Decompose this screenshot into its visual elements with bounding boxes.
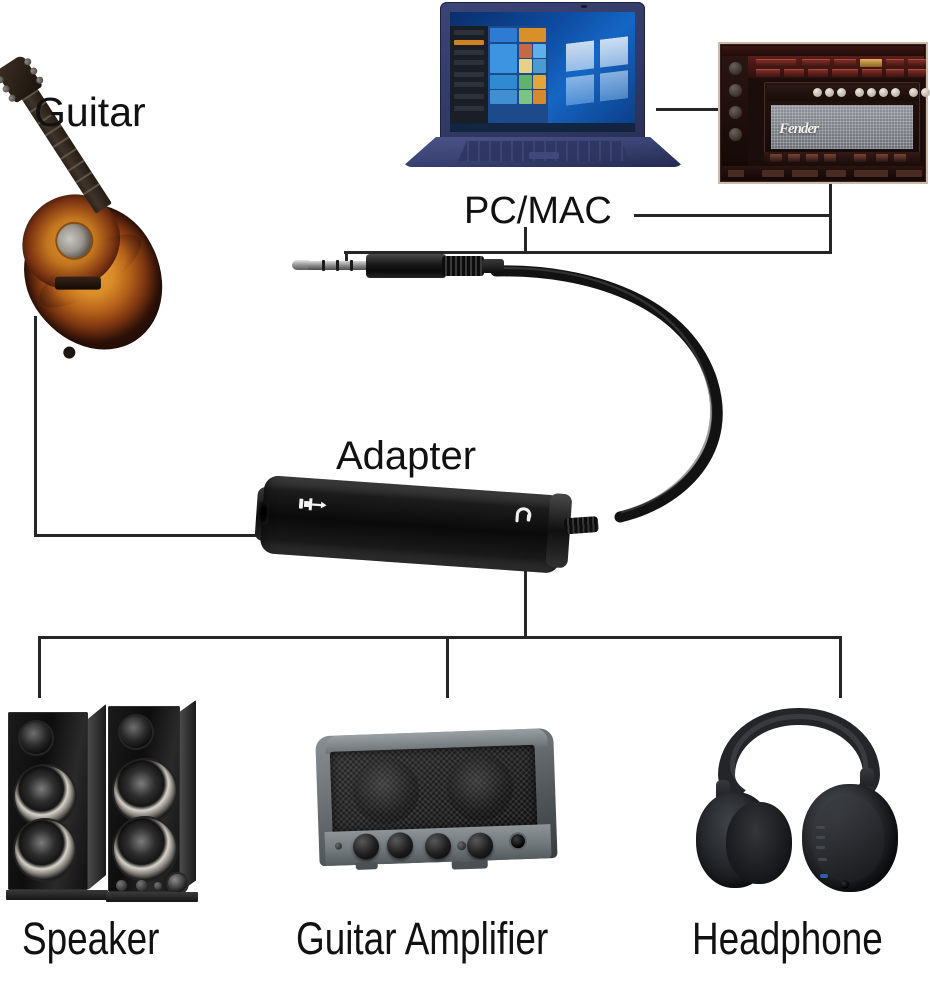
- adapter-image: [254, 475, 599, 598]
- laptop-keyboard: [458, 141, 630, 161]
- laptop-screen: [450, 12, 635, 132]
- wire-guitar-drop: [34, 316, 37, 537]
- laptop-image: [398, 2, 688, 192]
- wire-software-drop: [829, 182, 832, 216]
- trrs-plug-image: [292, 247, 532, 289]
- fender-logo-icon: Fender: [779, 121, 819, 137]
- wire-plug-tick: [345, 251, 348, 267]
- laptop-trackpad: [529, 152, 559, 159]
- amp-software-screenshot: Fender: [718, 42, 930, 184]
- amplifier-driver-right: [445, 753, 515, 822]
- software-amp-grille: [771, 105, 913, 149]
- wire-plug-bus-right-riser: [829, 214, 832, 253]
- amplifier-driver-left: [351, 756, 421, 825]
- adapter-cable: [490, 265, 723, 523]
- amplifier-input-jack[interactable]: [510, 834, 526, 849]
- plug-strain-relief: [442, 256, 484, 276]
- guitar-image: [0, 28, 273, 377]
- speakers-image: [4, 694, 200, 906]
- plug-tip: [292, 260, 310, 270]
- laptop-webcam-icon: [581, 5, 587, 8]
- amplifier-indicator: [456, 841, 467, 851]
- guitar-input-icon: [298, 498, 327, 511]
- windows-taskbar: [450, 123, 635, 132]
- headphone-output-icon: [515, 507, 532, 523]
- wire-branch-headphone: [839, 636, 842, 698]
- wire-plug-bus: [344, 251, 832, 254]
- speaker-right-woofer-2: [114, 818, 176, 880]
- amplifier-knob-master[interactable]: [466, 832, 494, 860]
- headphone-bluetooth-indicator: [820, 874, 828, 878]
- wire-software-bus-top: [634, 214, 832, 217]
- headphones-image: [690, 706, 908, 906]
- wire-branch-amplifier: [446, 636, 449, 698]
- amplifier-power-led: [334, 842, 343, 850]
- speaker-knob-2[interactable]: [136, 880, 147, 891]
- headphone-left-earpad: [726, 802, 792, 884]
- guitar-amplifier-image: [310, 728, 570, 903]
- software-amp-panel: Fender: [764, 82, 930, 154]
- speaker-knob-1[interactable]: [116, 880, 127, 891]
- wire-guitar-to-adapter: [34, 534, 262, 537]
- speaker-volume-knob[interactable]: [168, 874, 187, 893]
- speaker-knob-3[interactable]: [154, 882, 162, 890]
- speaker-left-woofer-1: [15, 766, 75, 826]
- wire-pcmac-tick: [524, 227, 527, 253]
- speaker-left-tweeter: [20, 722, 52, 754]
- amplifier-knob-volume[interactable]: [386, 831, 414, 859]
- speaker-right-tweeter: [120, 716, 152, 748]
- wire-output-bus: [38, 636, 842, 639]
- speaker-left-woofer-2: [15, 820, 75, 880]
- amplifier-knob-gain[interactable]: [352, 833, 380, 861]
- windows-start-menu: [450, 26, 488, 124]
- wire-adapter-output-drop: [524, 530, 527, 638]
- amplifier-grille: [329, 744, 538, 834]
- windows-live-tiles: [488, 26, 548, 124]
- adapter-guitar-input-jack: [257, 500, 270, 526]
- label-speaker: Speaker: [22, 913, 160, 964]
- label-guitar: Guitar: [34, 89, 146, 135]
- windows-logo-icon: [566, 36, 628, 106]
- speaker-right-woofer-1: [114, 760, 176, 822]
- headphone-aux-port[interactable]: [840, 880, 849, 889]
- amplifier-control-panel: [324, 824, 552, 867]
- label-headphone: Headphone: [692, 913, 883, 964]
- wire-branch-speaker: [38, 636, 41, 698]
- label-guitar-amplifier: Guitar Amplifier: [296, 913, 549, 964]
- label-adapter: Adapter: [336, 434, 477, 478]
- label-pc-mac: PC/MAC: [464, 190, 612, 232]
- wire-laptop-to-software: [656, 108, 720, 111]
- amplifier-knob-tone[interactable]: [424, 832, 452, 860]
